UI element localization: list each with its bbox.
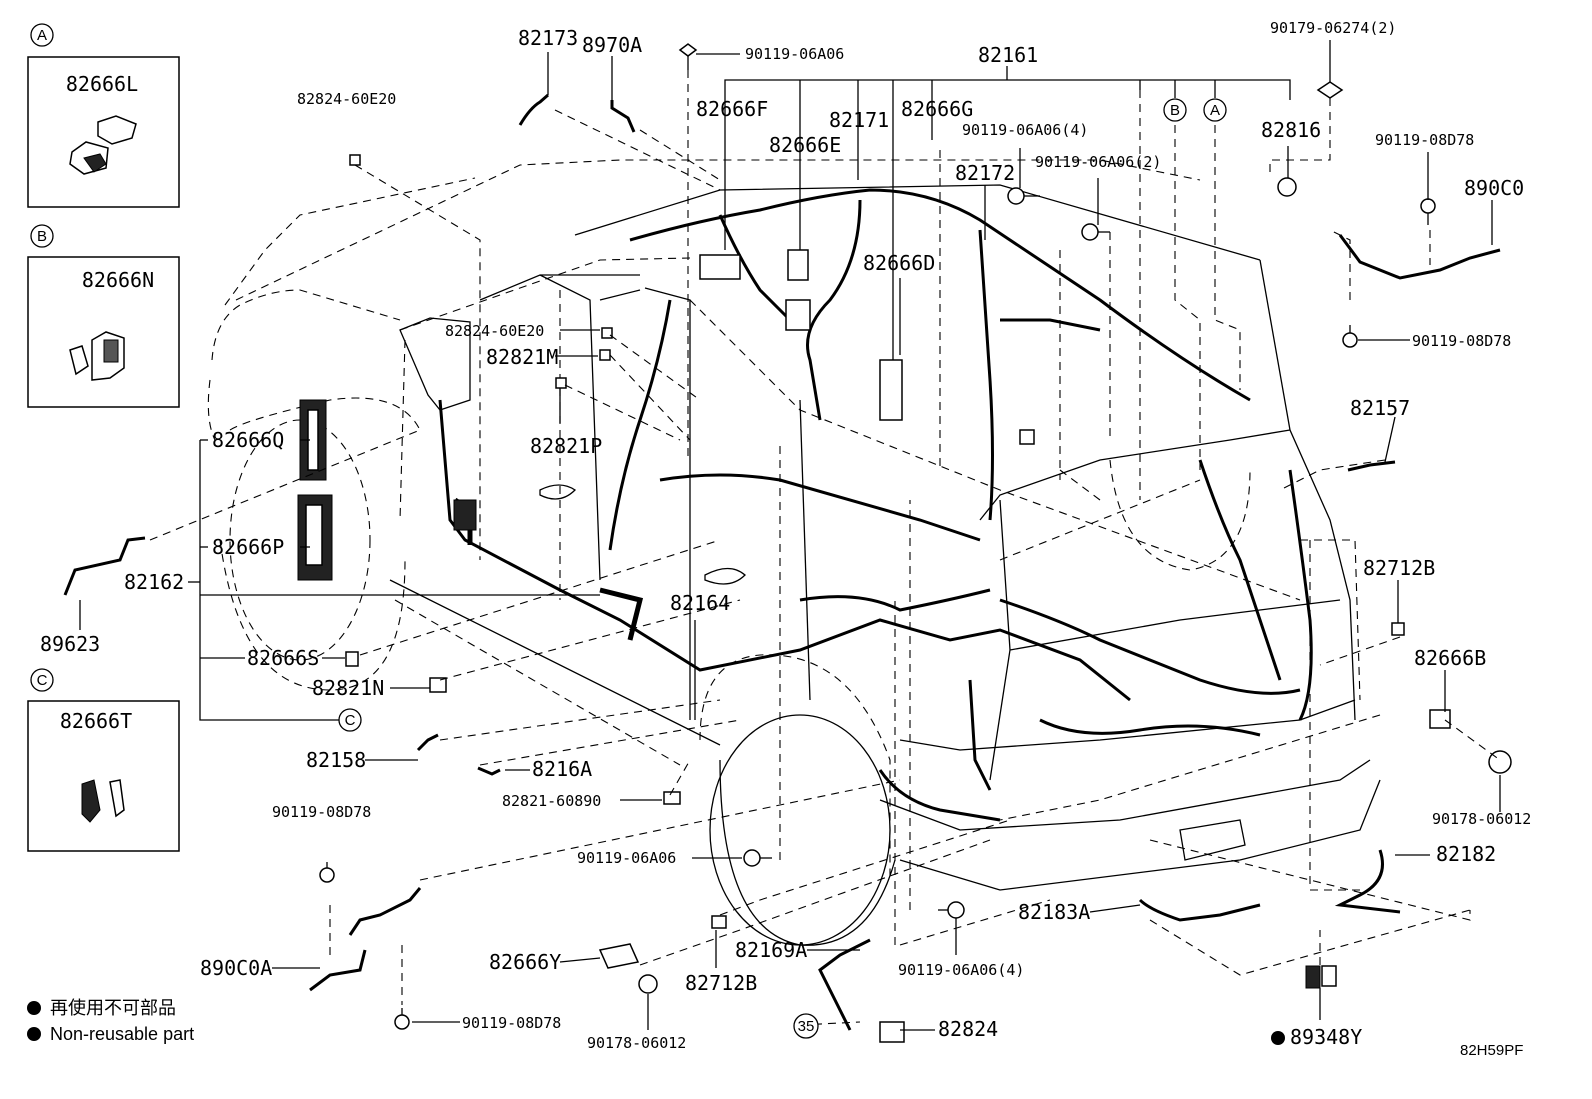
legend: 再使用不可部品 Non-reusable part — [27, 998, 194, 1044]
label-90179-06274: 90179-06274(2) — [1270, 19, 1396, 37]
label-82172: 82172 — [955, 161, 1015, 185]
label-82821n: 82821N — [312, 676, 384, 700]
inset-a-part-number: 82666L — [66, 72, 138, 96]
connectors — [297, 154, 1512, 1043]
label-82169a: 82169A — [735, 938, 807, 962]
label-890c0a: 890C0A — [200, 956, 272, 980]
circle-refs: B A C 35 — [338, 98, 1227, 1039]
label-82158: 82158 — [306, 748, 366, 772]
label-82824-60e20-a: 82824-60E20 — [297, 90, 396, 108]
leader-lines — [149, 70, 1501, 1026]
label-82816: 82816 — [1261, 118, 1321, 142]
label-90119-06a06-top: 90119-06A06 — [745, 45, 844, 63]
label-82182: 82182 — [1436, 842, 1496, 866]
inset-c-label: C — [37, 672, 48, 689]
label-82666q: 82666Q — [212, 428, 284, 452]
torque-badge: 35 — [798, 1018, 815, 1035]
nut-90179-icon — [1316, 81, 1344, 99]
label-82824-60e20-b: 82824-60E20 — [445, 322, 544, 340]
label-82666y: 82666Y — [489, 950, 561, 974]
bolt-left1-icon — [319, 862, 335, 883]
bolt-right2-icon — [1342, 325, 1358, 348]
bolt-90119-mid-icon — [743, 849, 772, 867]
legend-jp: 再使用不可部品 — [50, 998, 176, 1018]
bolt-mid2-icon — [1081, 223, 1110, 241]
label-82821m: 82821M — [486, 345, 558, 369]
inset-c: C 82666T — [27, 668, 180, 852]
ref-a: A — [1210, 102, 1220, 119]
label-82666d: 82666D — [863, 251, 935, 275]
legend-dot-en-icon — [27, 1027, 41, 1041]
label-90119-06a06-4b: 90119-06A06(4) — [898, 961, 1024, 979]
label-82821-60890: 82821-60890 — [502, 792, 601, 810]
inset-c-part-number: 82666T — [60, 709, 132, 733]
ref-b: B — [1170, 102, 1180, 119]
label-82666g: 82666G — [901, 97, 973, 121]
label-90119-08d78-l2: 90119-08D78 — [462, 1014, 561, 1032]
label-82183a: 82183A — [1018, 900, 1090, 924]
harness-parts — [63, 93, 1501, 1031]
label-8216a: 8216A — [532, 757, 592, 781]
label-90119-08d78-r2: 90119-08D78 — [1412, 332, 1511, 350]
label-90119-06a06-4a: 90119-06A06(4) — [962, 121, 1088, 139]
label-89348y: 89348Y — [1290, 1025, 1362, 1049]
label-82712b-b: 82712B — [685, 971, 757, 995]
label-82162: 82162 — [124, 570, 184, 594]
callout-labels: 82173 8970A 90119-06A06 82161 90179-0627… — [40, 19, 1531, 1052]
label-82824: 82824 — [938, 1017, 998, 1041]
connector-82666t-icon — [81, 779, 125, 823]
ref-c: C — [345, 712, 356, 729]
label-8970a: 8970A — [582, 33, 642, 57]
label-90178-06012-r: 90178-06012 — [1432, 810, 1531, 828]
label-82666e: 82666E — [769, 133, 841, 157]
label-82666b: 82666B — [1414, 646, 1486, 670]
wire-harness — [438, 188, 1313, 822]
inset-b-part-number: 82666N — [82, 268, 154, 292]
label-82173: 82173 — [518, 26, 578, 50]
label-82164: 82164 — [670, 591, 730, 615]
inset-a: A 82666L — [27, 23, 180, 208]
legend-en: Non-reusable part — [50, 1024, 194, 1044]
solid-leaders — [79, 40, 1501, 1031]
label-90119-08d78-l1: 90119-08D78 — [272, 803, 371, 821]
label-90119-08d78-r1: 90119-08D78 — [1375, 131, 1474, 149]
bolt-mid-icon — [1007, 187, 1040, 205]
label-82666s: 82666S — [247, 646, 319, 670]
label-82171: 82171 — [829, 108, 889, 132]
bolt-top-icon — [678, 43, 698, 70]
bolt-90119-4b-icon — [938, 901, 965, 919]
legend-dot-jp-icon — [27, 1001, 41, 1015]
label-82821p: 82821P — [530, 434, 602, 458]
label-82666p: 82666P — [212, 535, 284, 559]
label-82712b-r: 82712B — [1363, 556, 1435, 580]
inset-a-label: A — [37, 27, 47, 44]
label-82666f: 82666F — [696, 97, 768, 121]
label-82161: 82161 — [978, 43, 1038, 67]
label-82157: 82157 — [1350, 396, 1410, 420]
label-890c0: 890C0 — [1464, 176, 1524, 200]
inset-b-label: B — [37, 228, 47, 245]
non-reusable-dot-icon — [1271, 1031, 1285, 1045]
label-90119-06a06-2: 90119-06A06(2) — [1035, 153, 1161, 171]
bolt-right1-icon — [1420, 198, 1436, 225]
label-90119-06a06-mid: 90119-06A06 — [577, 849, 676, 867]
drawing-code: 82H59PF — [1460, 1042, 1523, 1059]
clip-82666l-icon — [69, 115, 137, 175]
bolts — [319, 43, 1436, 1030]
label-90178-06012-b: 90178-06012 — [587, 1034, 686, 1052]
label-89623: 89623 — [40, 632, 100, 656]
bolt-left2-icon — [394, 1008, 410, 1030]
bracket-82666n-icon — [69, 331, 125, 381]
inset-b: B 82666N — [27, 224, 180, 408]
